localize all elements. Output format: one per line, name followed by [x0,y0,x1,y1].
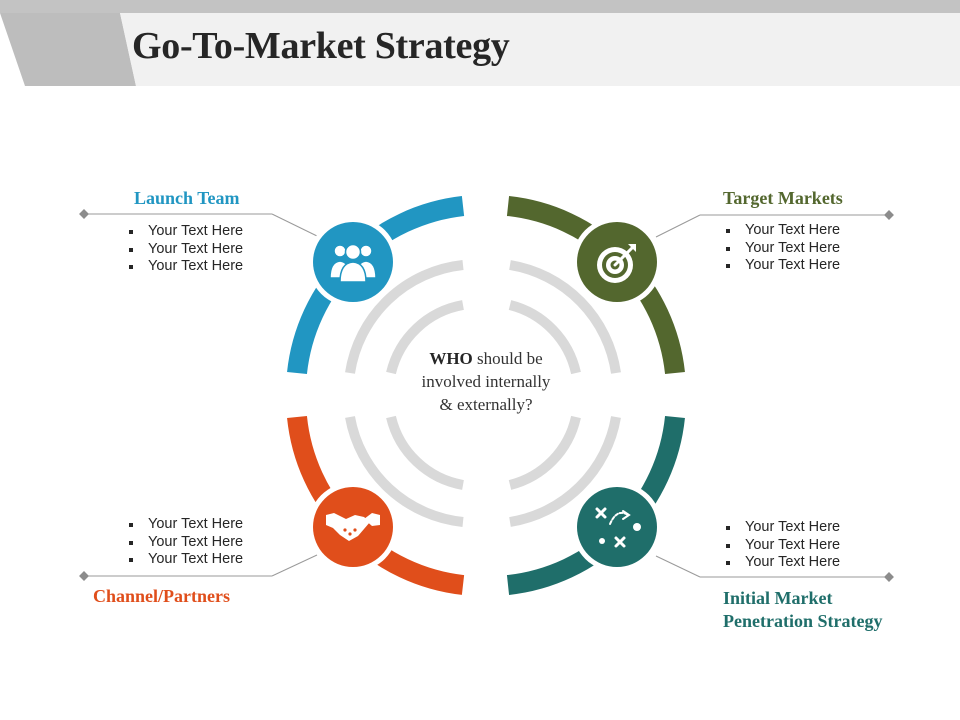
center-question-bold: WHO [429,349,473,368]
inner-rings [345,260,621,527]
list-item: Your Text Here [723,222,840,240]
top-stripe [0,0,960,13]
list-item: Your Text Here [126,534,243,552]
target-markets-bullets: Your Text Here Your Text Here Your Text … [723,222,840,275]
connector-diamond [79,209,89,219]
ring-arc [509,260,621,374]
ring-arc [386,415,464,490]
channel-partners-connector [271,554,318,577]
launch-team-bullets: Your Text Here Your Text Here Your Text … [126,223,243,276]
market-penetration-heading: Initial Market Penetration Strategy [723,587,882,633]
list-item: Your Text Here [723,537,840,555]
target-markets-heading: Target Markets [723,188,843,208]
page-title: Go-To-Market Strategy [132,25,510,67]
connector-diamond [79,571,89,581]
target-markets-connector [655,214,701,238]
channel-partners-bullets: Your Text Here Your Text Here Your Text … [126,516,243,569]
market-penetration-icon-circle [577,487,657,567]
ring-arc [509,416,621,527]
list-item: Your Text Here [126,516,243,534]
list-item: Your Text Here [126,241,243,259]
connector-diamond [884,572,894,582]
list-item: Your Text Here [723,257,840,275]
market-penetration-heading-line1: Initial Market [723,588,833,608]
header-title-band [120,13,960,86]
ring-arc [508,415,581,490]
market-penetration-bullets: Your Text Here Your Text Here Your Text … [723,519,840,572]
list-item: Your Text Here [126,551,243,569]
center-question-rest: should be involved internally & external… [421,349,551,414]
ring-arc [386,300,464,375]
channel-partners-heading: Channel/Partners [93,586,230,606]
ring-arc [345,260,464,374]
ring-arc [345,416,464,527]
list-item: Your Text Here [723,554,840,572]
target-icon [597,244,636,283]
header-accent-shape [0,13,136,86]
center-question: WHO should be involved internally & exte… [418,347,554,416]
strategy-play-icon [595,507,641,548]
market-penetration-connector [655,555,701,578]
list-item: Your Text Here [126,223,243,241]
launch-team-connector [271,213,318,237]
ring-arc [508,300,581,375]
handshake-icon [326,513,380,541]
list-item: Your Text Here [723,519,840,537]
header-banner [0,0,960,86]
market-penetration-heading-line2: Penetration Strategy [723,611,883,631]
launch-team-heading: Launch Team [134,188,240,208]
team-icon [329,243,377,283]
connector-diamond [884,210,894,220]
list-item: Your Text Here [126,258,243,276]
list-item: Your Text Here [723,240,840,258]
